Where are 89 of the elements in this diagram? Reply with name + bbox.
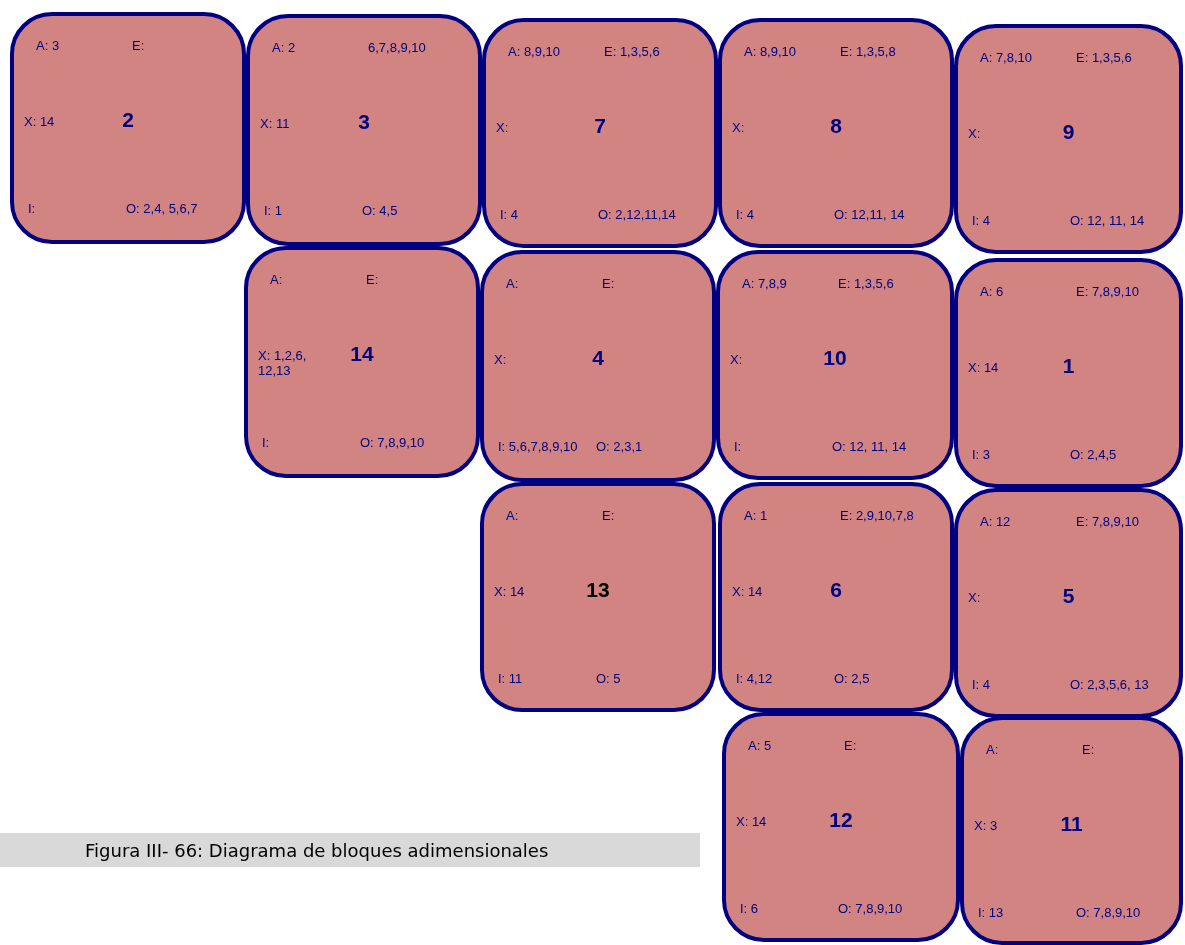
field-label: A: 6 xyxy=(980,284,1004,299)
field-label: E: xyxy=(844,738,857,753)
field-label: A: xyxy=(270,272,283,287)
field-label: E: xyxy=(1082,742,1095,757)
block-number: 10 xyxy=(823,346,847,370)
field-label: A: 7,8,9 xyxy=(742,276,787,291)
block-number: 4 xyxy=(592,346,604,370)
field-label: E: 1,3,5,6 xyxy=(604,44,660,59)
field-label: I: 13 xyxy=(978,905,1004,920)
block-number: 11 xyxy=(1060,812,1083,836)
field-label: E: xyxy=(132,38,145,53)
block-number: 8 xyxy=(830,114,842,138)
field-label: O: 12, 11, 14 xyxy=(832,439,907,454)
field-label: A: 8,9,10 xyxy=(508,44,561,59)
field-label: I: 4,12 xyxy=(736,671,773,686)
field-label: O: 2,4,5 xyxy=(1070,447,1117,462)
block-number: 14 xyxy=(350,342,374,366)
field-label: O: 7,8,9,10 xyxy=(1076,905,1141,920)
field-label: X: xyxy=(968,590,982,605)
field-label: O: 12,11, 14 xyxy=(834,207,905,222)
field-label: I: 4 xyxy=(500,207,519,222)
field-label: X: 3 xyxy=(974,818,999,833)
field-label: A: 2 xyxy=(272,40,296,55)
block-number: 5 xyxy=(1062,584,1075,608)
field-label: X: 14 xyxy=(968,360,1000,375)
figure-caption: Figura III- 66: Diagrama de bloques adimensionales xyxy=(0,833,700,867)
field-label: 6,7,8,9,10 xyxy=(368,40,426,55)
field-label: A: xyxy=(506,276,519,291)
field-label: O: 2,5 xyxy=(834,671,870,686)
block-number: 9 xyxy=(1062,120,1075,144)
rounded-block xyxy=(480,482,716,712)
field-label: E: xyxy=(602,276,615,291)
block-number: 13 xyxy=(586,578,610,602)
field-label: O: 2,3,5,6, 13 xyxy=(1070,677,1149,692)
field-label: E: 1,3,5,6 xyxy=(838,276,894,291)
field-label: A: xyxy=(506,508,519,523)
rounded-block xyxy=(960,716,1183,945)
field-label: O: 2,4, 5,6,7 xyxy=(126,201,198,216)
field-label: O: 2,12,11,14 xyxy=(598,207,676,222)
field-label: A: 7,8,10 xyxy=(980,50,1033,65)
field-label: O: 4,5 xyxy=(362,203,398,218)
field-label: I: 5,6,7,8,9,10 xyxy=(498,439,578,454)
field-label: I: 3 xyxy=(972,447,991,462)
field-label: I: 11 xyxy=(498,671,523,686)
field-label: X: xyxy=(494,352,508,367)
field-label: O: 7,8,9,10 xyxy=(838,901,903,916)
field-label: X: 14 xyxy=(736,814,768,829)
field-label: E: xyxy=(602,508,615,523)
block-number: 7 xyxy=(594,114,606,138)
field-label: X: xyxy=(968,126,982,141)
block-number: 1 xyxy=(1062,354,1075,378)
field-label: X: 11 xyxy=(260,116,291,131)
field-label: O: 12, 11, 14 xyxy=(1070,213,1145,228)
field-label: X: 14 xyxy=(732,584,764,599)
field-label: O: 5 xyxy=(596,671,621,686)
block-number: 3 xyxy=(358,110,370,134)
field-label: I: 1 xyxy=(264,203,283,218)
field-label: A: 5 xyxy=(748,738,772,753)
field-label: E: xyxy=(366,272,379,287)
block-number: 12 xyxy=(829,808,853,832)
field-label: O: 7,8,9,10 xyxy=(360,435,425,450)
field-label: E: 1,3,5,6 xyxy=(1076,50,1132,65)
field-label: I: 6 xyxy=(740,901,759,916)
field-label: A: 12 xyxy=(980,514,1011,529)
field-label: E: 7,8,9,10 xyxy=(1076,514,1139,529)
field-label: A: 8,9,10 xyxy=(744,44,797,59)
field-label: A: 1 xyxy=(744,508,768,523)
field-label: X: 1,2,6, 12,13 xyxy=(258,348,308,378)
field-label: E: 1,3,5,8 xyxy=(840,44,896,59)
field-label: I: xyxy=(734,439,742,454)
field-label: I: 4 xyxy=(972,677,991,692)
field-label: E: 2,9,10,7,8 xyxy=(840,508,914,523)
field-label: A: 3 xyxy=(36,38,60,53)
field-label: X: xyxy=(730,352,744,367)
field-label: I: xyxy=(28,201,36,216)
rounded-block xyxy=(10,12,246,244)
block-number: 6 xyxy=(830,578,842,602)
field-label: I: xyxy=(262,435,270,450)
block-number: 2 xyxy=(122,108,134,132)
field-label: E: 7,8,9,10 xyxy=(1076,284,1139,299)
field-label: I: 4 xyxy=(736,207,755,222)
rounded-block xyxy=(954,24,1183,254)
field-label: I: 4 xyxy=(972,213,991,228)
field-label: X: 14 xyxy=(494,584,526,599)
field-label: X: xyxy=(496,120,510,135)
field-label: A: xyxy=(986,742,999,757)
field-label: X: xyxy=(732,120,746,135)
field-label: O: 2,3,1 xyxy=(596,439,643,454)
field-label: X: 14 xyxy=(24,114,56,129)
